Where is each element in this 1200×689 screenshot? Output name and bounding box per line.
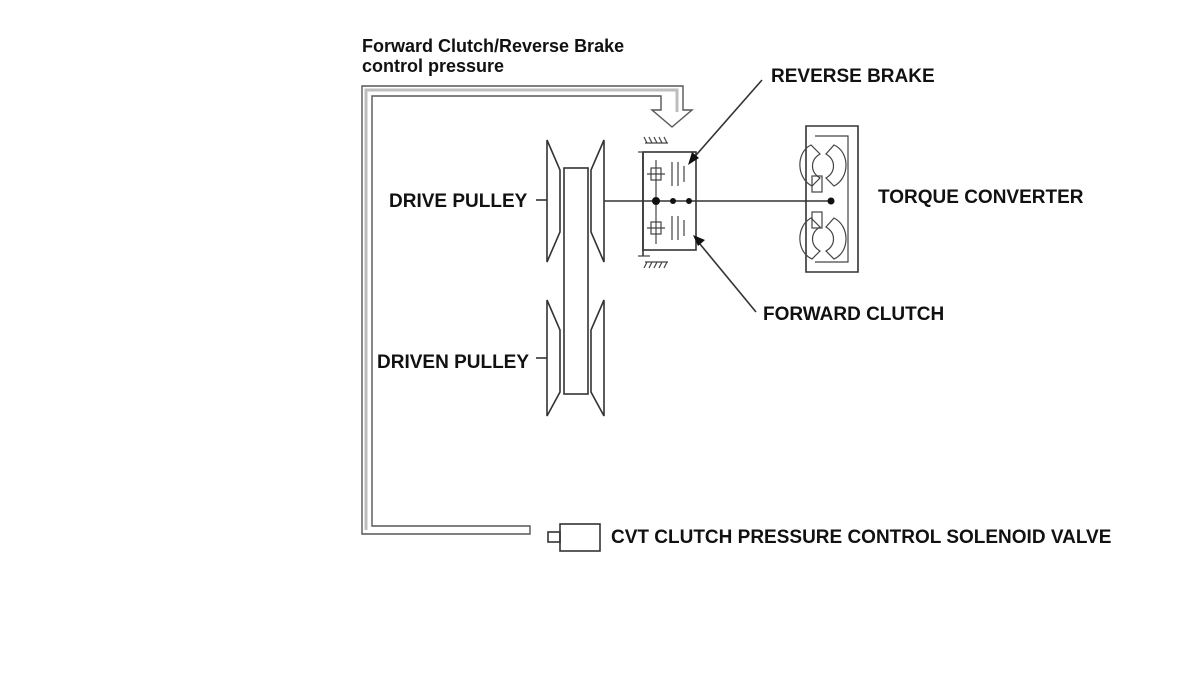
reverse-brake-leader: [688, 79, 763, 165]
pressure-label-line1: Forward Clutch/Reverse Brake: [362, 36, 624, 56]
torque-converter-label: TORQUE CONVERTER: [878, 187, 1084, 208]
drive-pulley-label: DRIVE PULLEY: [389, 191, 528, 212]
torque-converter: [799, 125, 859, 273]
pressure-label-line2: control pressure: [362, 56, 504, 76]
drive-pulley: [536, 139, 605, 263]
solenoid-valve: [547, 523, 601, 552]
drive-belt: [563, 167, 589, 395]
solenoid-valve-label: CVT CLUTCH PRESSURE CONTROL SOLENOID VAL…: [611, 527, 1111, 548]
forward-clutch-leader: [693, 235, 757, 313]
driven-pulley-label: DRIVEN PULLEY: [377, 352, 529, 373]
reverse-brake-label: REVERSE BRAKE: [771, 66, 935, 87]
pressure-pipe: [361, 85, 694, 535]
driven-pulley: [536, 299, 605, 417]
forward-clutch-label: FORWARD CLUTCH: [763, 304, 944, 325]
clutch-brake-assembly: [604, 136, 830, 269]
